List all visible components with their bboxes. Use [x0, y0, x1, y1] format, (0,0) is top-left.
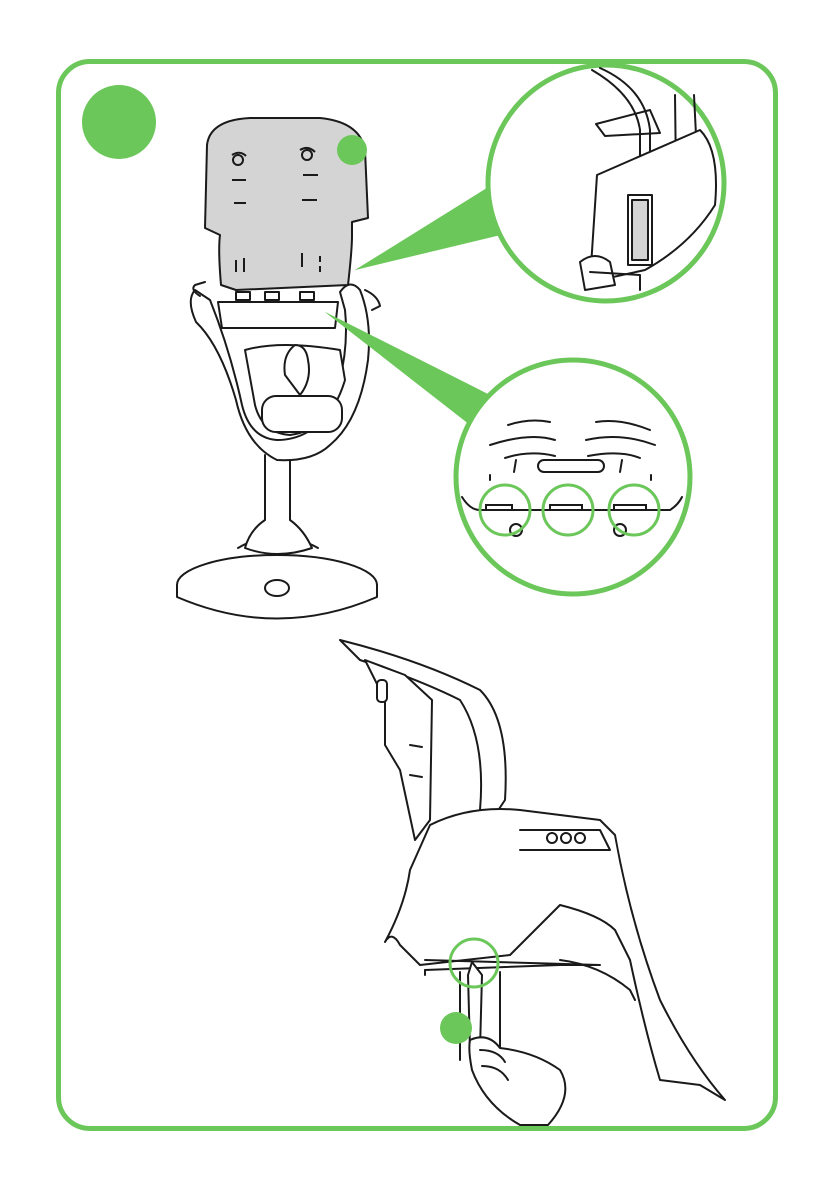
harness-clip-callout — [355, 65, 724, 301]
screw-step-badge — [440, 1012, 472, 1044]
pad-buckle-callout — [325, 312, 690, 594]
seat-underside-illustration — [340, 640, 725, 1125]
high-chair-illustration — [177, 282, 380, 619]
seat-pad-step-badge — [337, 135, 367, 165]
